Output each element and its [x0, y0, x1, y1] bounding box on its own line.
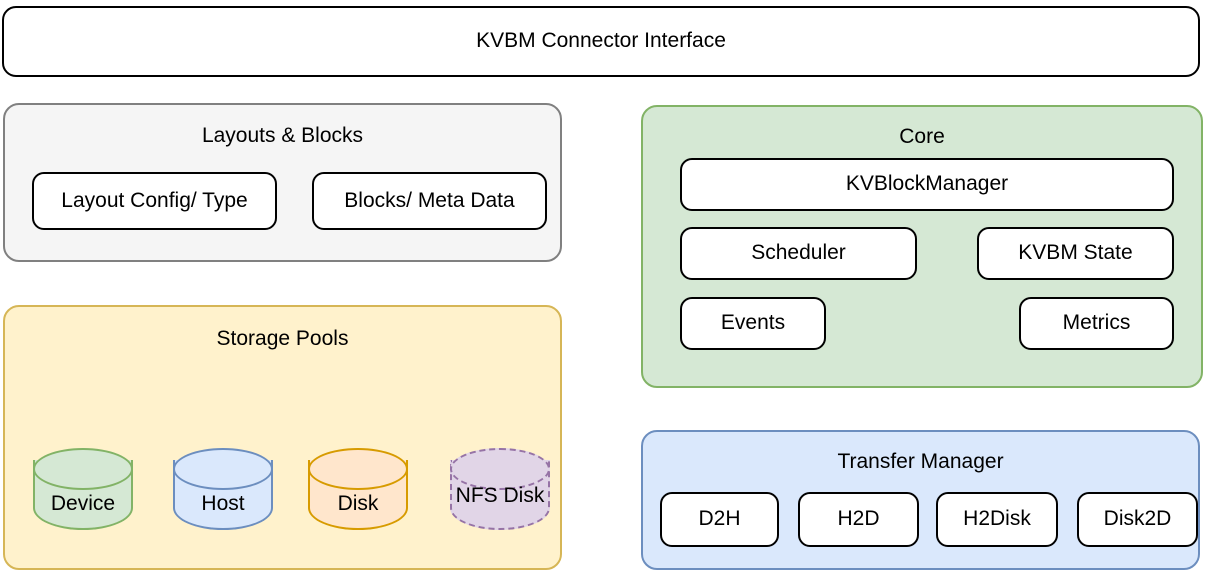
storage-pools-title: Storage Pools: [216, 327, 349, 350]
cylinder-top-ellipse: [308, 448, 408, 490]
layouts-and-blocks-group: Layouts & Blocks Layout Config/ Type Blo…: [3, 103, 562, 262]
storage-pools-group: Storage Pools: [3, 305, 562, 570]
kvbm-connector-interface-bar: KVBM Connector Interface: [2, 6, 1200, 77]
layout-config-type-node[interactable]: Layout Config/ Type: [32, 172, 277, 230]
transfer-disk2d-node[interactable]: Disk2D: [1077, 492, 1198, 547]
cylinder-top-ellipse: [173, 448, 273, 490]
kvblockmanager-label: KVBlockManager: [845, 172, 1009, 196]
core-group: Core KVBlockManager Scheduler KVBM State…: [641, 105, 1203, 388]
metrics-label: Metrics: [1062, 311, 1131, 335]
kvbm-state-label: KVBM State: [1018, 241, 1133, 265]
transfer-h2d-label: H2D: [837, 507, 880, 531]
transfer-manager-title: Transfer Manager: [837, 450, 1004, 473]
transfer-h2disk-node[interactable]: H2Disk: [936, 492, 1058, 547]
storage-pool-host-label: Host: [201, 492, 245, 515]
core-title: Core: [899, 125, 945, 148]
layouts-and-blocks-title: Layouts & Blocks: [201, 124, 364, 147]
storage-pool-device-cylinder[interactable]: Device: [33, 448, 133, 530]
layout-config-type-label: Layout Config/ Type: [61, 188, 248, 212]
transfer-disk2d-label: Disk2D: [1103, 507, 1172, 531]
transfer-d2h-label: D2H: [698, 507, 741, 531]
scheduler-node[interactable]: Scheduler: [680, 227, 917, 280]
storage-pool-nfs-disk-cylinder[interactable]: NFS Disk: [450, 448, 550, 530]
storage-pool-device-label: Device: [50, 492, 116, 515]
transfer-manager-group: Transfer Manager D2H H2D H2Disk Disk2D: [641, 430, 1200, 570]
blocks-meta-data-label: Blocks/ Meta Data: [344, 188, 515, 212]
transfer-h2disk-label: H2Disk: [963, 507, 1031, 531]
connector-bar-label: KVBM Connector Interface: [476, 29, 726, 53]
kvbm-state-node[interactable]: KVBM State: [977, 227, 1174, 280]
events-label: Events: [720, 311, 786, 335]
cylinder-top-ellipse: [33, 448, 133, 490]
cylinder-top-ellipse: [450, 448, 550, 490]
storage-pool-disk-label: Disk: [337, 492, 379, 515]
metrics-node[interactable]: Metrics: [1019, 297, 1174, 350]
storage-pool-disk-cylinder[interactable]: Disk: [308, 448, 408, 530]
transfer-h2d-node[interactable]: H2D: [798, 492, 919, 547]
events-node[interactable]: Events: [680, 297, 826, 350]
storage-pool-nfs-disk-label: NFS Disk: [455, 484, 545, 507]
kvblockmanager-node[interactable]: KVBlockManager: [680, 158, 1174, 211]
scheduler-label: Scheduler: [751, 241, 846, 265]
transfer-d2h-node[interactable]: D2H: [660, 492, 779, 547]
blocks-meta-data-node[interactable]: Blocks/ Meta Data: [312, 172, 547, 230]
storage-pool-host-cylinder[interactable]: Host: [173, 448, 273, 530]
